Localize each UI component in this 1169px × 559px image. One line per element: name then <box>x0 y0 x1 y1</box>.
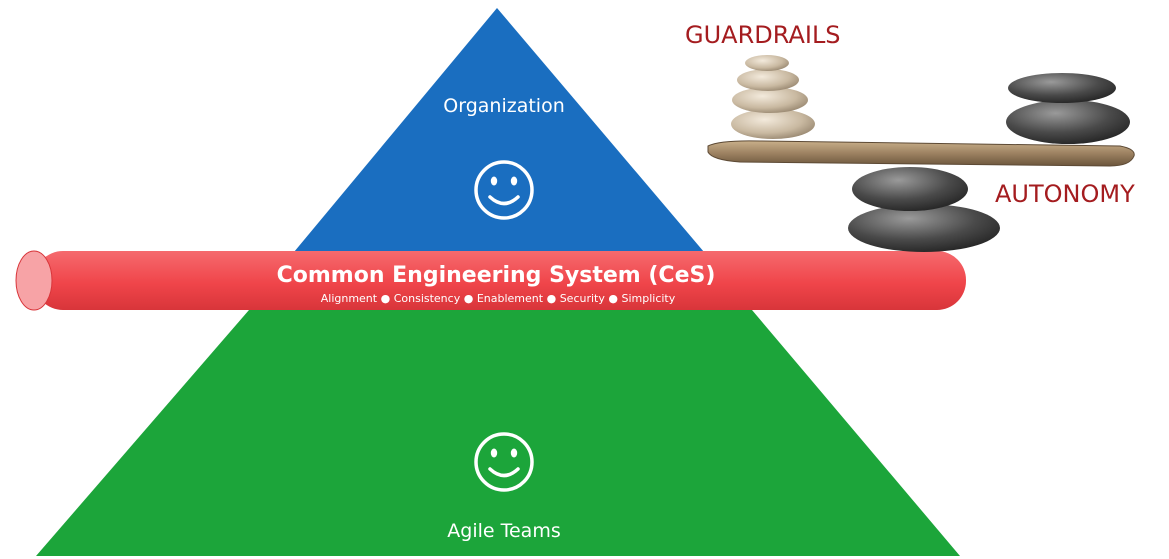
value-simplicity: Simplicity <box>621 292 675 305</box>
smiley-face-icon <box>474 432 534 492</box>
organization-label: Organization <box>443 95 564 117</box>
autonomy-label: AUTONOMY <box>995 180 1135 208</box>
agile-teams-label: Agile Teams <box>447 520 560 542</box>
ces-pipe <box>15 250 966 311</box>
value-alignment: Alignment <box>321 292 378 305</box>
ces-pipe-title: Common Engineering System (CeS) <box>277 263 716 288</box>
organization-triangle <box>294 8 704 252</box>
ces-pipe-values: Alignment ● Consistency ● Enablement ● S… <box>321 292 676 305</box>
value-consistency: Consistency <box>394 292 461 305</box>
balancing-stones-icon <box>707 55 1135 252</box>
value-security: Security <box>560 292 606 305</box>
smiley-face-icon <box>474 160 534 220</box>
value-enablement: Enablement <box>477 292 544 305</box>
guardrails-label: GUARDRAILS <box>685 21 841 49</box>
